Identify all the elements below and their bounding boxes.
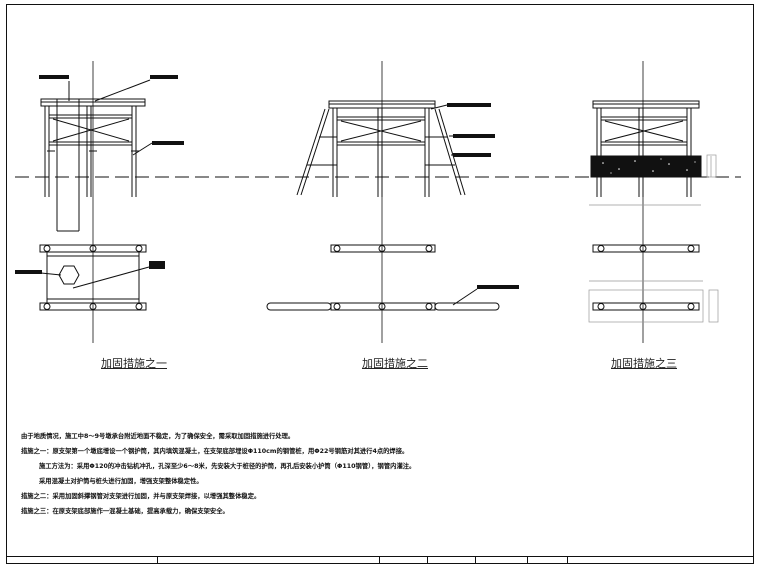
note-line: 措施之二：采用加固斜撑钢管对支架进行加固，并与原支架焊接，以增强其整体稳定。 (21, 493, 261, 500)
plan-1 (39, 244, 150, 311)
caption-reinforcement-1: 加固措施之一 (101, 357, 167, 370)
drawing-sheet: 加固措施之一 加固措施之二 加固措施之三 由于地质情况，施工中8～9号墩承台附近… (6, 4, 754, 564)
caption-reinforcement-2: 加固措施之二 (362, 357, 428, 370)
note-line: 由于地质情况，施工中8～9号墩承台附近地面不稳定，为了确保安全，需采取加固措施进… (21, 433, 295, 440)
plan-3 (588, 244, 719, 323)
caption-reinforcement-3: 加固措施之三 (611, 357, 677, 370)
note-line: 施工方法为：采用Φ120的冲击钻机冲孔，孔深至少6～8米，先安装大于桩径的护筒，… (39, 463, 416, 470)
note-line: 措施之一：原支架第一个墩底增设一个钢护筒，其内填筑混凝土，在支架底部埋设Φ110… (21, 448, 409, 455)
elevation-3-bracket (589, 100, 717, 206)
concrete-foundation-block (590, 155, 702, 178)
note-line: 采用混凝土对护筒与桩头进行加固，增强支架整体稳定性。 (39, 478, 203, 485)
construction-notes: 由于地质情况，施工中8～9号墩承台附近地面不稳定，为了确保安全，需采取加固措施进… (21, 429, 741, 519)
elevation-1-bracket (40, 79, 153, 232)
cad-drawing (15, 61, 741, 343)
note-line: 措施之三：在原支架底部施作一混凝土基础，提高承载力，确保支架安全。 (21, 508, 229, 515)
elevation-2-bracket (296, 100, 466, 197)
plan-2 (266, 244, 500, 311)
title-block-strip (7, 556, 753, 563)
